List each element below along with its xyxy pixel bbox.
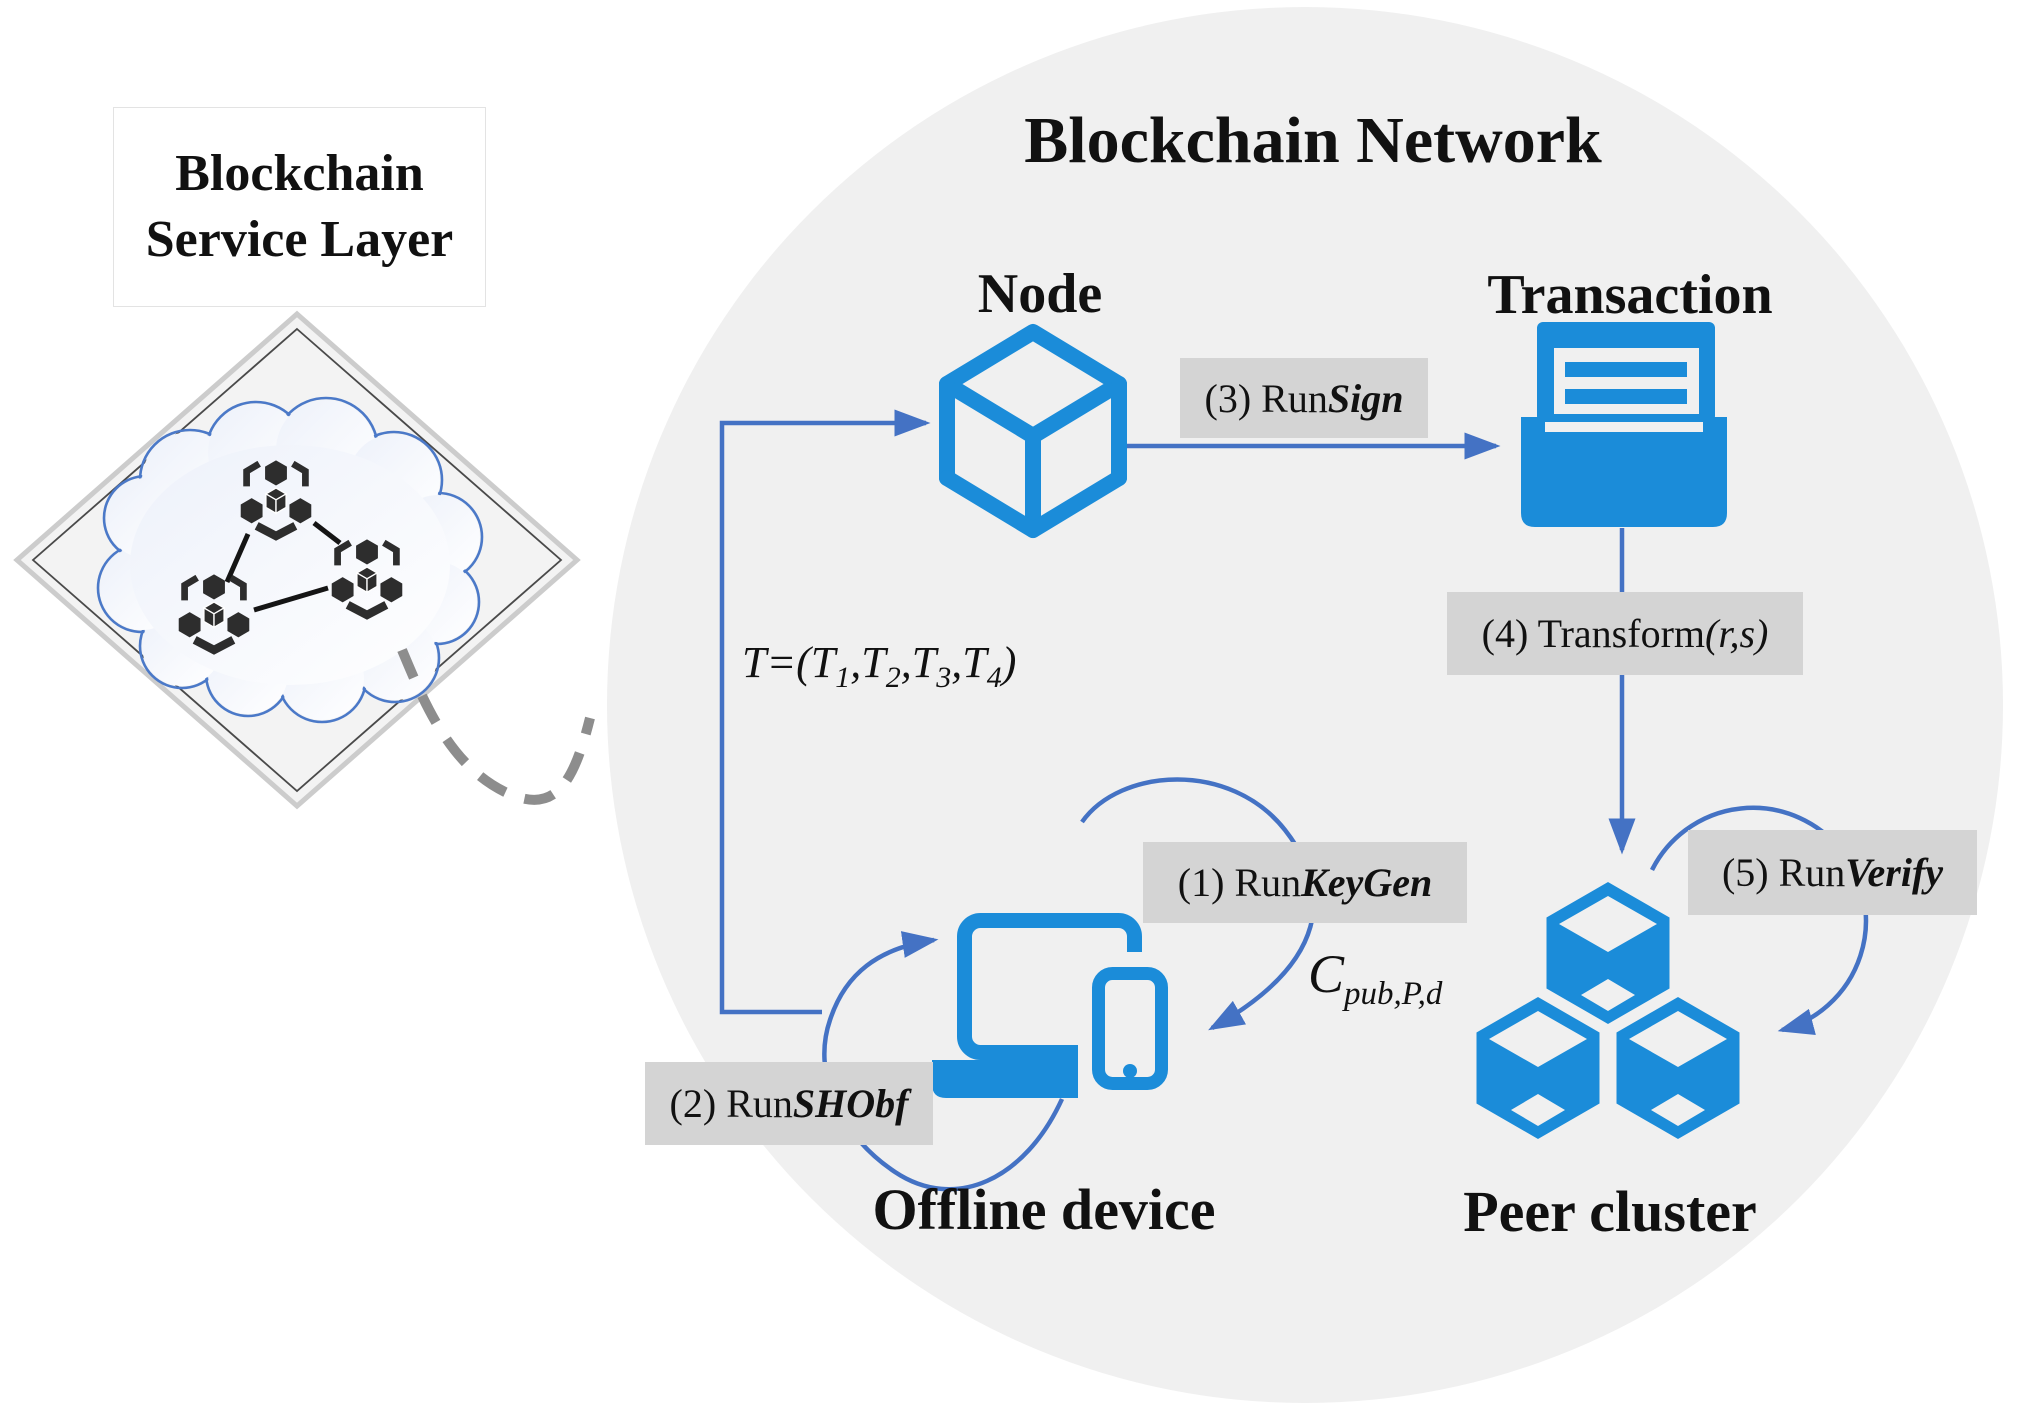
step3-run-sign-label: (3) Run Sign xyxy=(1180,358,1428,438)
node-cube-icon xyxy=(939,324,1127,538)
node-label: Node xyxy=(977,263,1103,325)
offline-device-label: Offline device xyxy=(872,1177,1216,1242)
step5-run-verify-label: (5) Run Verify xyxy=(1688,830,1977,915)
transaction-label: Transaction xyxy=(1487,264,1773,326)
cloud-icon xyxy=(96,396,484,724)
dashed-connector xyxy=(397,648,595,805)
offline-device-icon xyxy=(932,913,1182,1104)
step2-run-shobf-label: (2) Run SHObf xyxy=(645,1062,933,1145)
network-title: Blockchain Network xyxy=(1024,104,1602,177)
t-tuple-formula: T=(T1,T2,T3,T4) xyxy=(742,638,1017,694)
cloud-node-links xyxy=(224,521,342,613)
peer-cluster-label: Peer cluster xyxy=(1463,1179,1757,1244)
arrow-t-to-node xyxy=(719,409,931,1015)
step4-transform-label: (4) Transform (r,s) xyxy=(1447,592,1803,675)
arc-keygen xyxy=(1080,777,1316,1031)
step1-run-keygen-label: (1) Run KeyGen xyxy=(1143,842,1467,923)
blockchain-network-circle xyxy=(607,7,2003,1403)
service-layer-title: Blockchain Service Layer xyxy=(145,144,454,268)
transaction-icon xyxy=(1521,322,1727,527)
phone-icon xyxy=(1092,967,1168,1090)
c-pub-formula: Cpub,P,d xyxy=(1308,944,1443,1012)
service-layer-title-box: Blockchain Service Layer xyxy=(113,107,486,307)
